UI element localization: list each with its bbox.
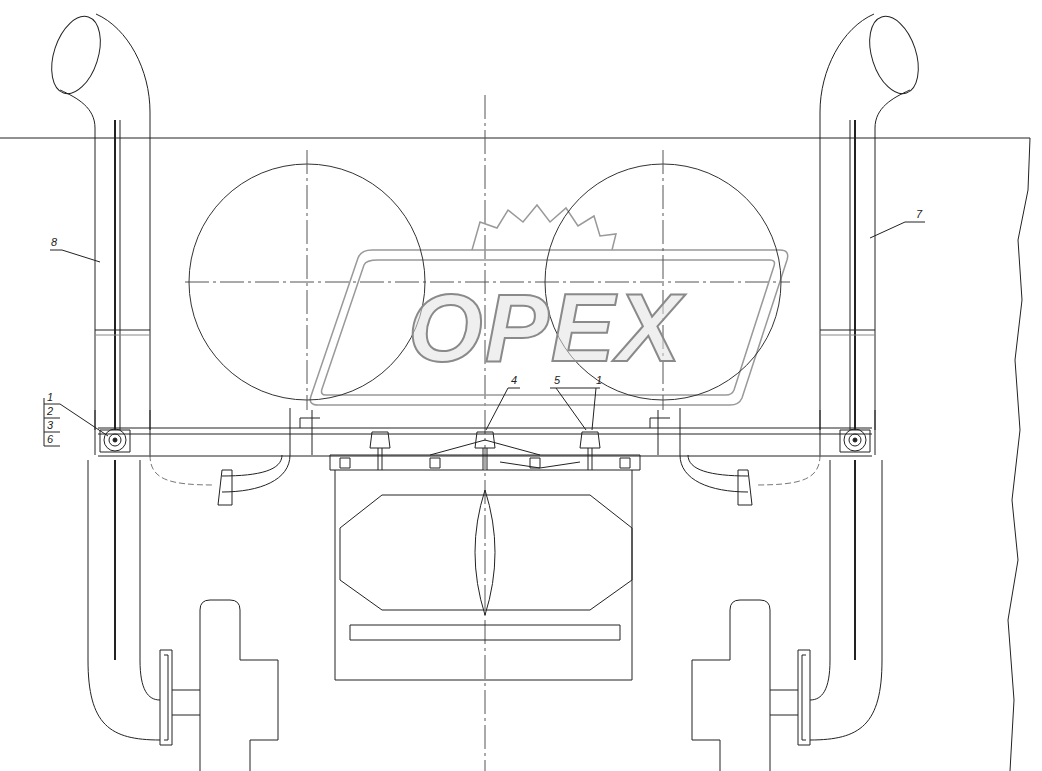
break-line <box>1008 138 1030 771</box>
callout-number: 2 <box>47 405 53 417</box>
callout-number: 3 <box>47 419 53 431</box>
callout-number: 1 <box>47 391 53 403</box>
engine-block <box>330 440 640 680</box>
callout-number: 6 <box>47 433 53 445</box>
callout-number: 8 <box>51 236 57 248</box>
watermark-logo <box>310 205 787 405</box>
callout-number: 7 <box>916 208 922 220</box>
bolts <box>340 432 630 470</box>
leader-lines <box>44 222 925 446</box>
center-line <box>485 95 486 771</box>
watermark: OPEX <box>408 278 683 378</box>
exhaust-half <box>43 10 425 771</box>
